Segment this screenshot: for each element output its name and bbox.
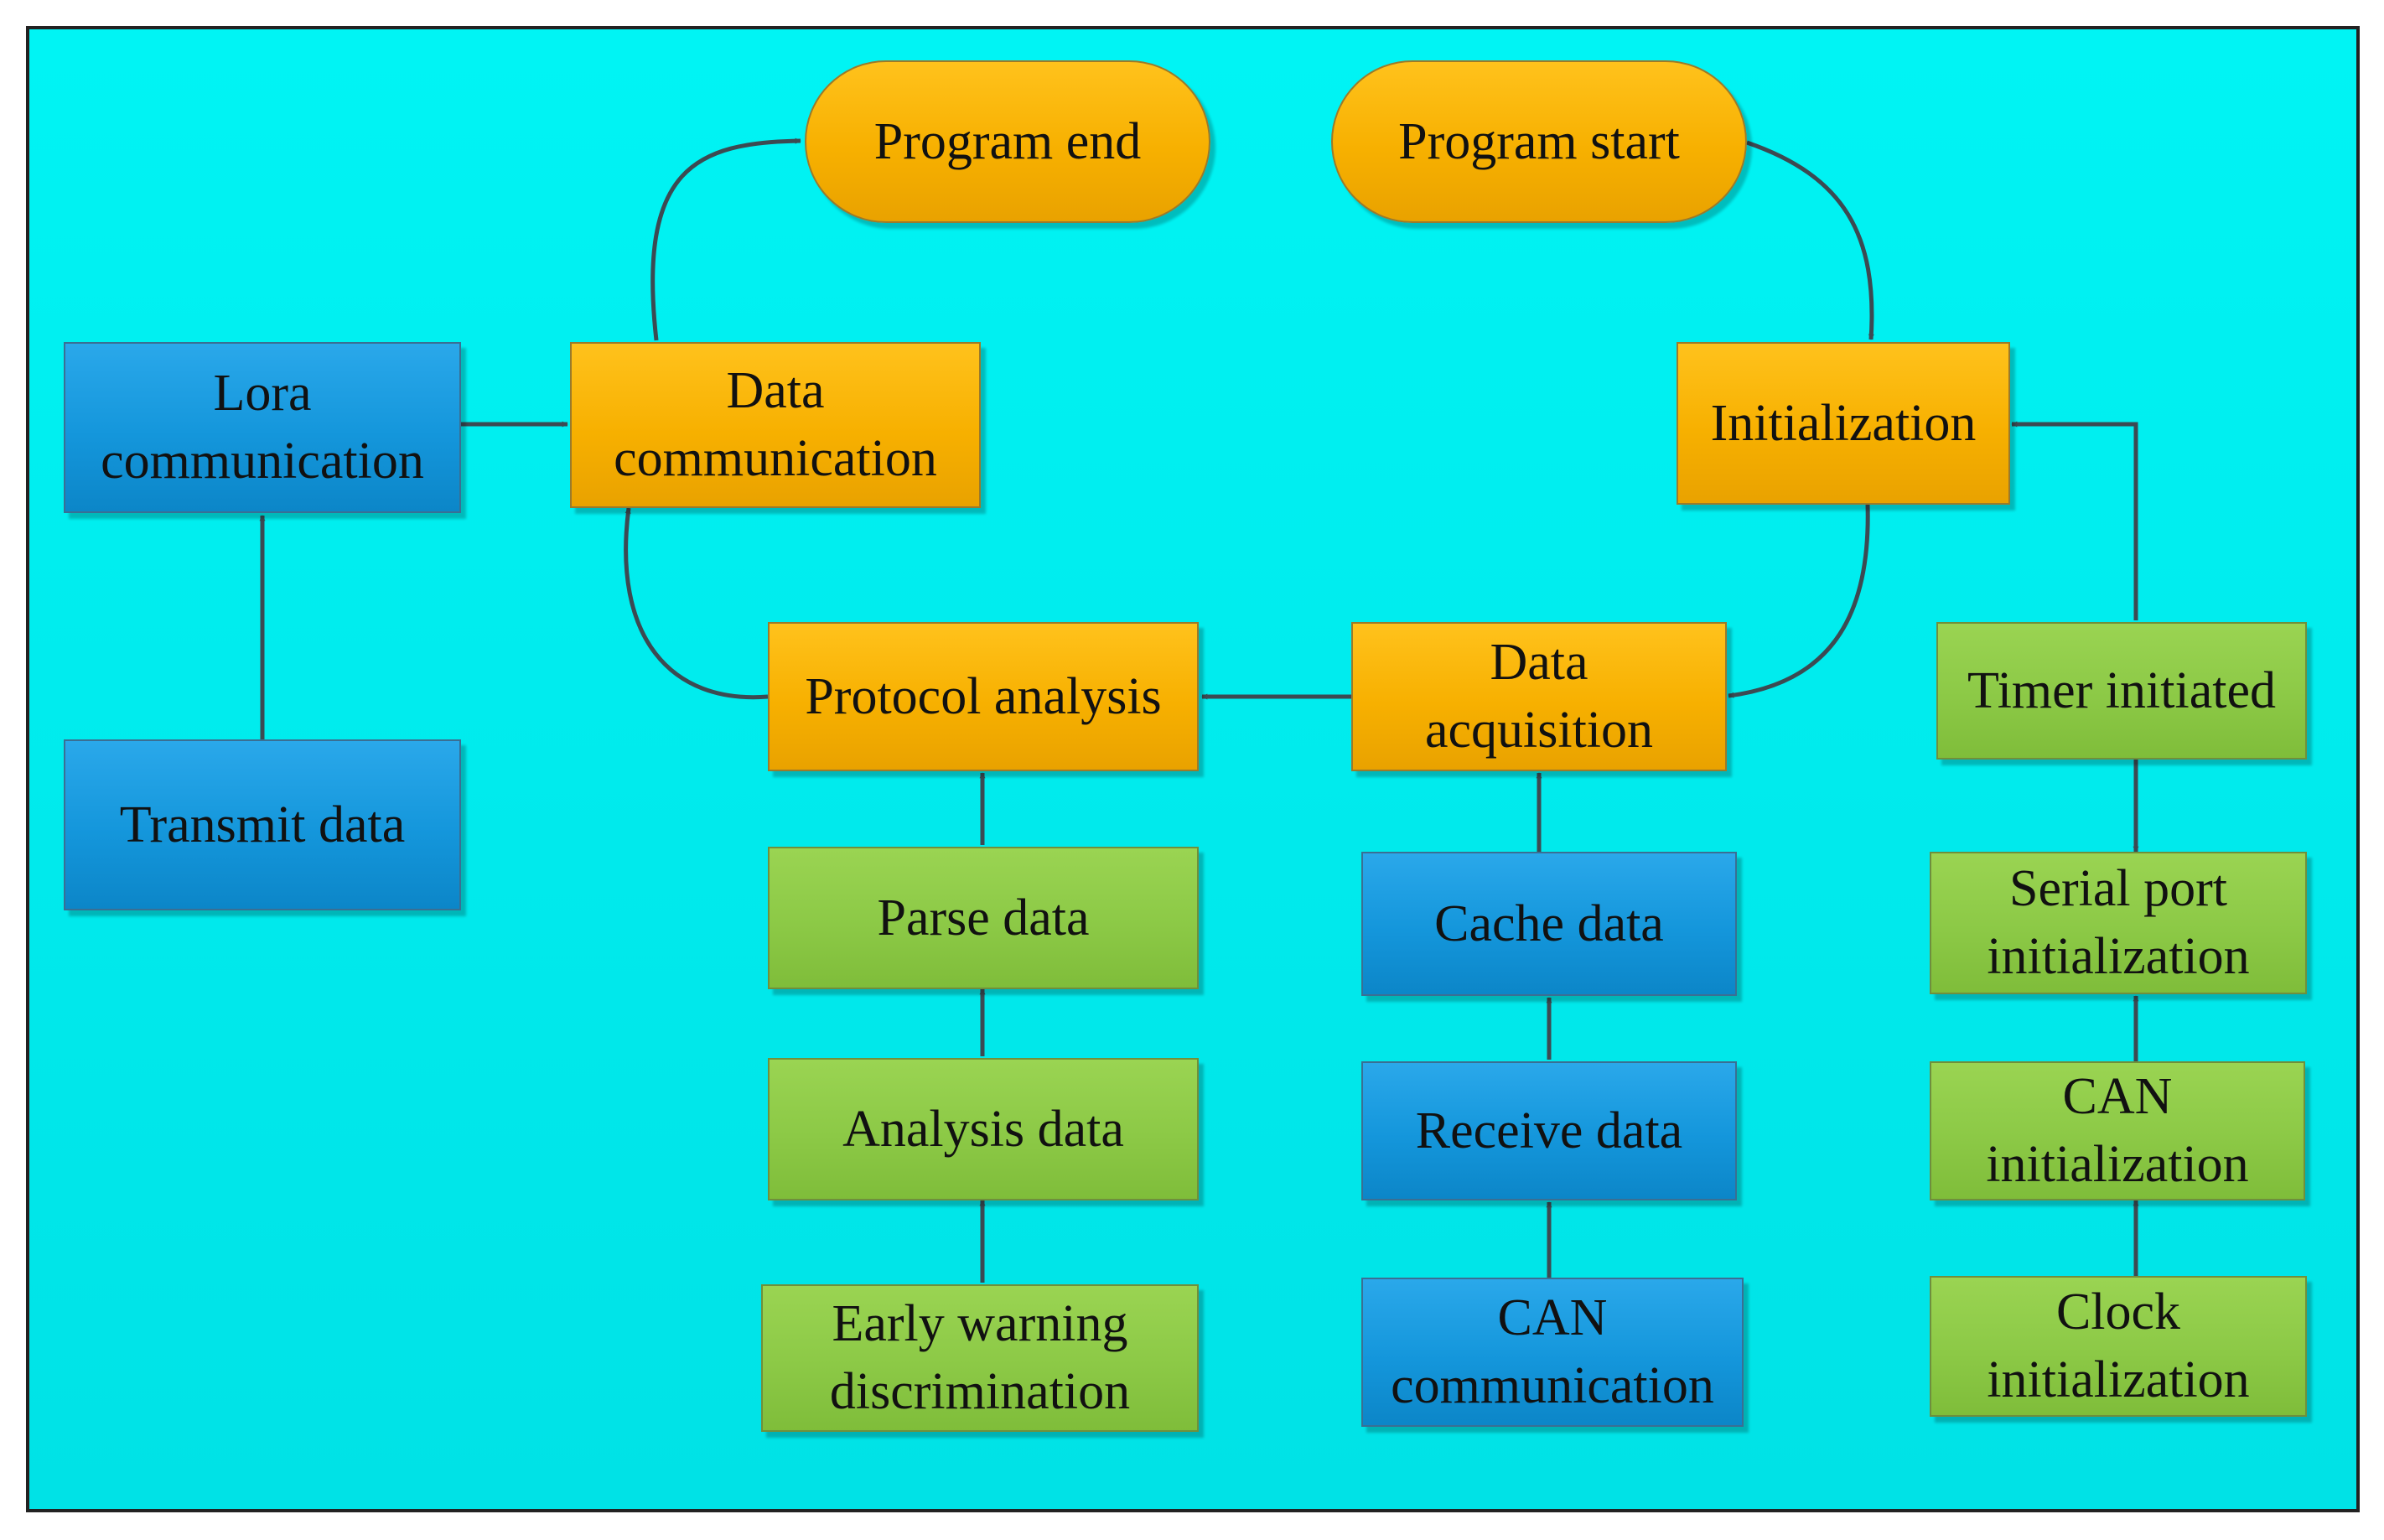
serial-port-initialization-label: Serial port initialization [1987,860,2250,985]
can-communication-node: CAN communication [1361,1278,1744,1427]
program-end-terminal: Program end [805,60,1210,223]
early-warning-discrimination-label: Early warning discrimination [829,1295,1131,1420]
cache-data-label: Cache data [1434,894,1664,952]
lora-communication-node: Lora communication [64,342,461,513]
clock-initialization-label: Clock initialization [1987,1283,2250,1408]
early-warning-discrimination-node: Early warning discrimination [761,1284,1199,1432]
data-acquisition-node: Data acquisition [1351,622,1727,771]
analysis-data-label: Analysis data [842,1100,1124,1158]
receive-data-label: Receive data [1415,1102,1683,1159]
lora-communication-label: Lora communication [101,365,424,490]
analysis-data-node: Analysis data [768,1058,1199,1200]
can-initialization-node: CAN initialization [1930,1061,2305,1200]
transmit-data-node: Transmit data [64,739,461,910]
can-communication-label: CAN communication [1391,1289,1714,1414]
can-initialization-label: CAN initialization [1986,1068,2249,1193]
parse-data-label: Parse data [877,889,1090,946]
program-start-label: Program start [1398,112,1680,170]
program-start-terminal: Program start [1331,60,1747,223]
protocol-analysis-node: Protocol analysis [768,622,1199,771]
data-communication-label: Data communication [614,362,937,487]
timer-initiated-label: Timer initiated [1967,661,2276,719]
data-communication-node: Data communication [570,342,981,508]
serial-port-initialization-node: Serial port initialization [1930,852,2307,994]
cache-data-node: Cache data [1361,852,1737,996]
initialization-node: Initialization [1677,342,2010,505]
program-end-label: Program end [873,112,1142,170]
data-acquisition-label: Data acquisition [1424,634,1654,759]
clock-initialization-node: Clock initialization [1930,1276,2307,1417]
parse-data-node: Parse data [768,847,1199,989]
transmit-data-label: Transmit data [119,796,406,853]
protocol-analysis-label: Protocol analysis [805,667,1162,725]
receive-data-node: Receive data [1361,1061,1737,1200]
timer-initiated-node: Timer initiated [1936,622,2307,760]
initialization-label: Initialization [1710,394,1977,452]
